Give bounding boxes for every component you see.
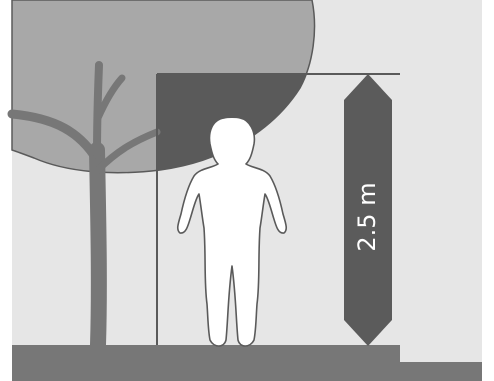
tree-trunk: [97, 150, 99, 345]
height-label: 2.5 m: [353, 182, 381, 251]
